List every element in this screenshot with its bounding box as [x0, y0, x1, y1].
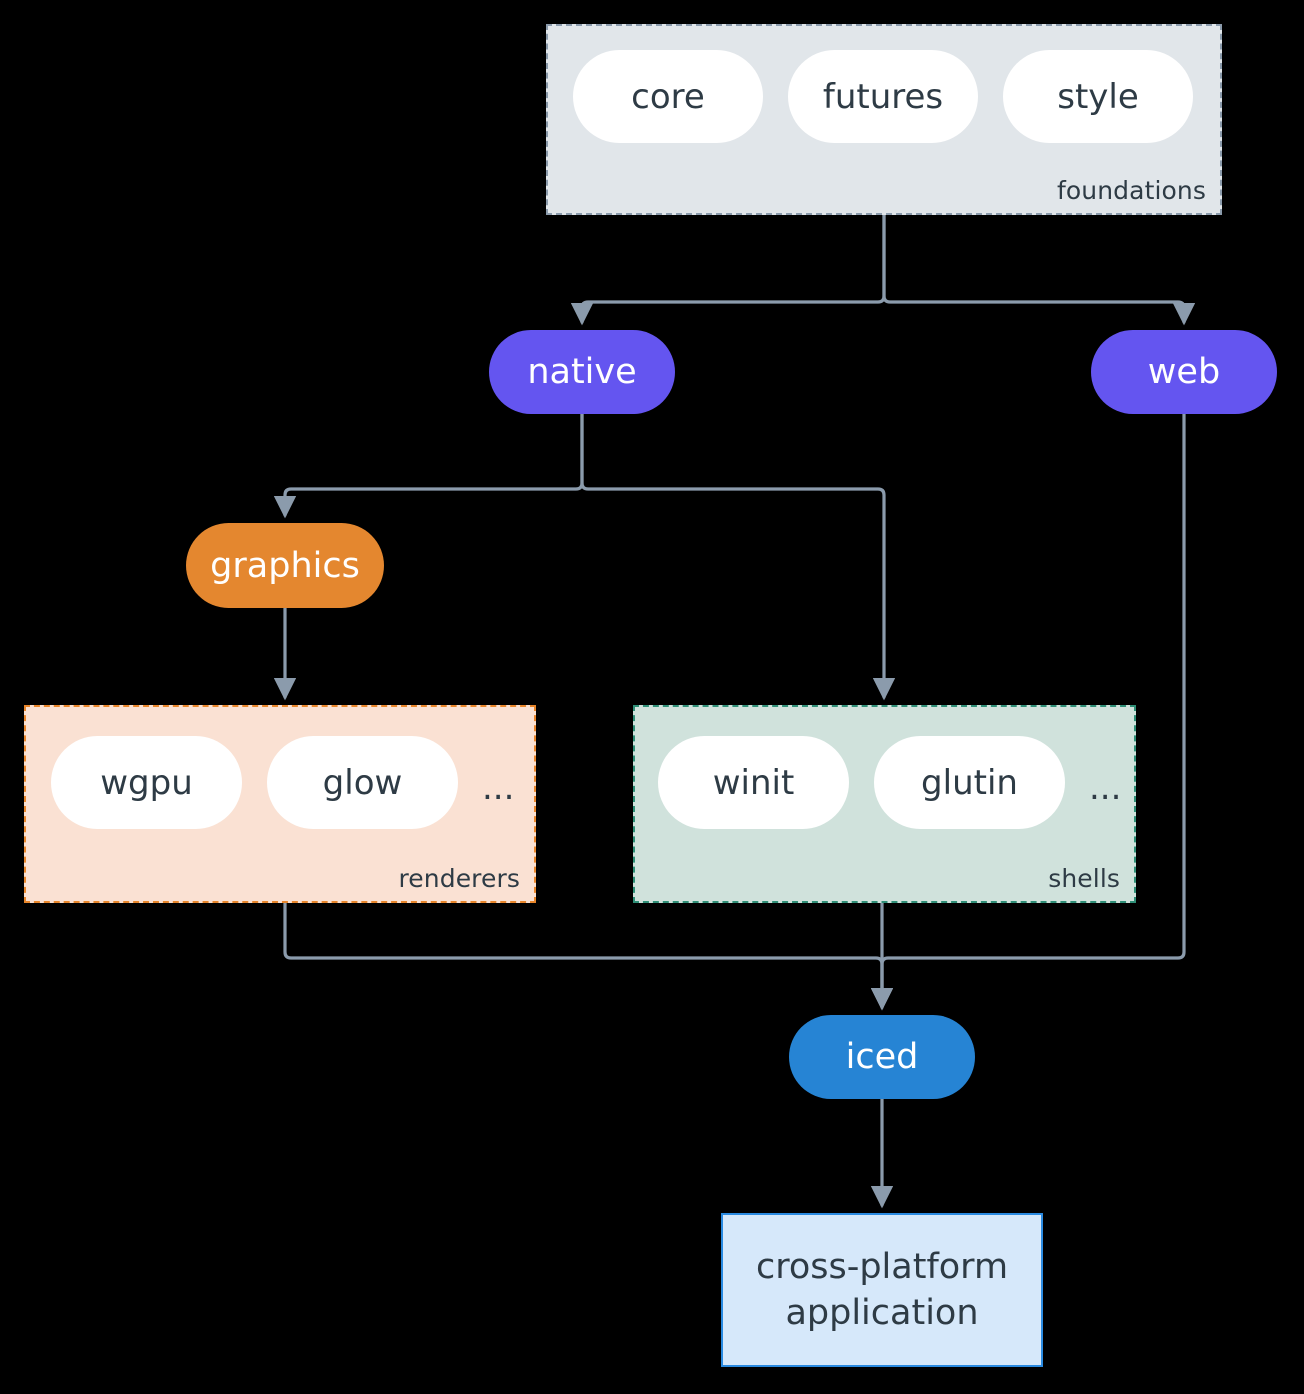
edge-foundations-web [882, 213, 1196, 326]
node-web[interactable]: web [1091, 330, 1277, 414]
node-core-label: core [631, 76, 705, 117]
edge-foundations-native [570, 213, 886, 326]
node-graphics[interactable]: graphics [186, 523, 384, 608]
node-winit[interactable]: winit [658, 736, 849, 829]
node-glow-label: glow [322, 762, 403, 803]
node-shells-more-label: ... [1089, 768, 1122, 808]
edge-native-shells [580, 411, 896, 701]
node-native[interactable]: native [489, 330, 675, 414]
node-web-label: web [1147, 352, 1221, 392]
node-winit-label: winit [712, 762, 795, 803]
node-glow[interactable]: glow [267, 736, 458, 829]
cluster-renderers: wgpu glow ... renderers [24, 705, 536, 903]
cluster-foundations: core futures style foundations [546, 24, 1222, 215]
node-graphics-label: graphics [210, 545, 360, 586]
node-core[interactable]: core [573, 50, 763, 143]
node-application-line1: cross-platform [755, 1246, 1009, 1287]
node-renderers-more: ... [482, 771, 514, 805]
node-glutin[interactable]: glutin [874, 736, 1065, 829]
node-iced-label: iced [845, 1037, 919, 1077]
cluster-foundations-label: foundations [1057, 176, 1206, 205]
node-style-label: style [1057, 76, 1139, 117]
node-futures-label: futures [822, 76, 944, 117]
cluster-shells: winit glutin ... shells [633, 705, 1136, 903]
node-cross-platform-application[interactable]: cross-platform application [721, 1213, 1043, 1367]
cluster-shells-label: shells [1048, 864, 1120, 893]
node-native-label: native [527, 352, 637, 392]
node-renderers-more-label: ... [482, 768, 515, 808]
edge-native-graphics [273, 411, 584, 519]
node-style[interactable]: style [1003, 50, 1193, 143]
node-glutin-label: glutin [921, 762, 1018, 803]
node-wgpu[interactable]: wgpu [51, 736, 242, 829]
edge-renderers-iced [283, 901, 894, 1011]
node-application-line2: application [785, 1293, 979, 1333]
node-futures[interactable]: futures [788, 50, 978, 143]
node-iced[interactable]: iced [789, 1015, 975, 1099]
node-wgpu-label: wgpu [100, 762, 193, 803]
node-shells-more: ... [1089, 771, 1121, 805]
cluster-renderers-label: renderers [398, 864, 520, 893]
